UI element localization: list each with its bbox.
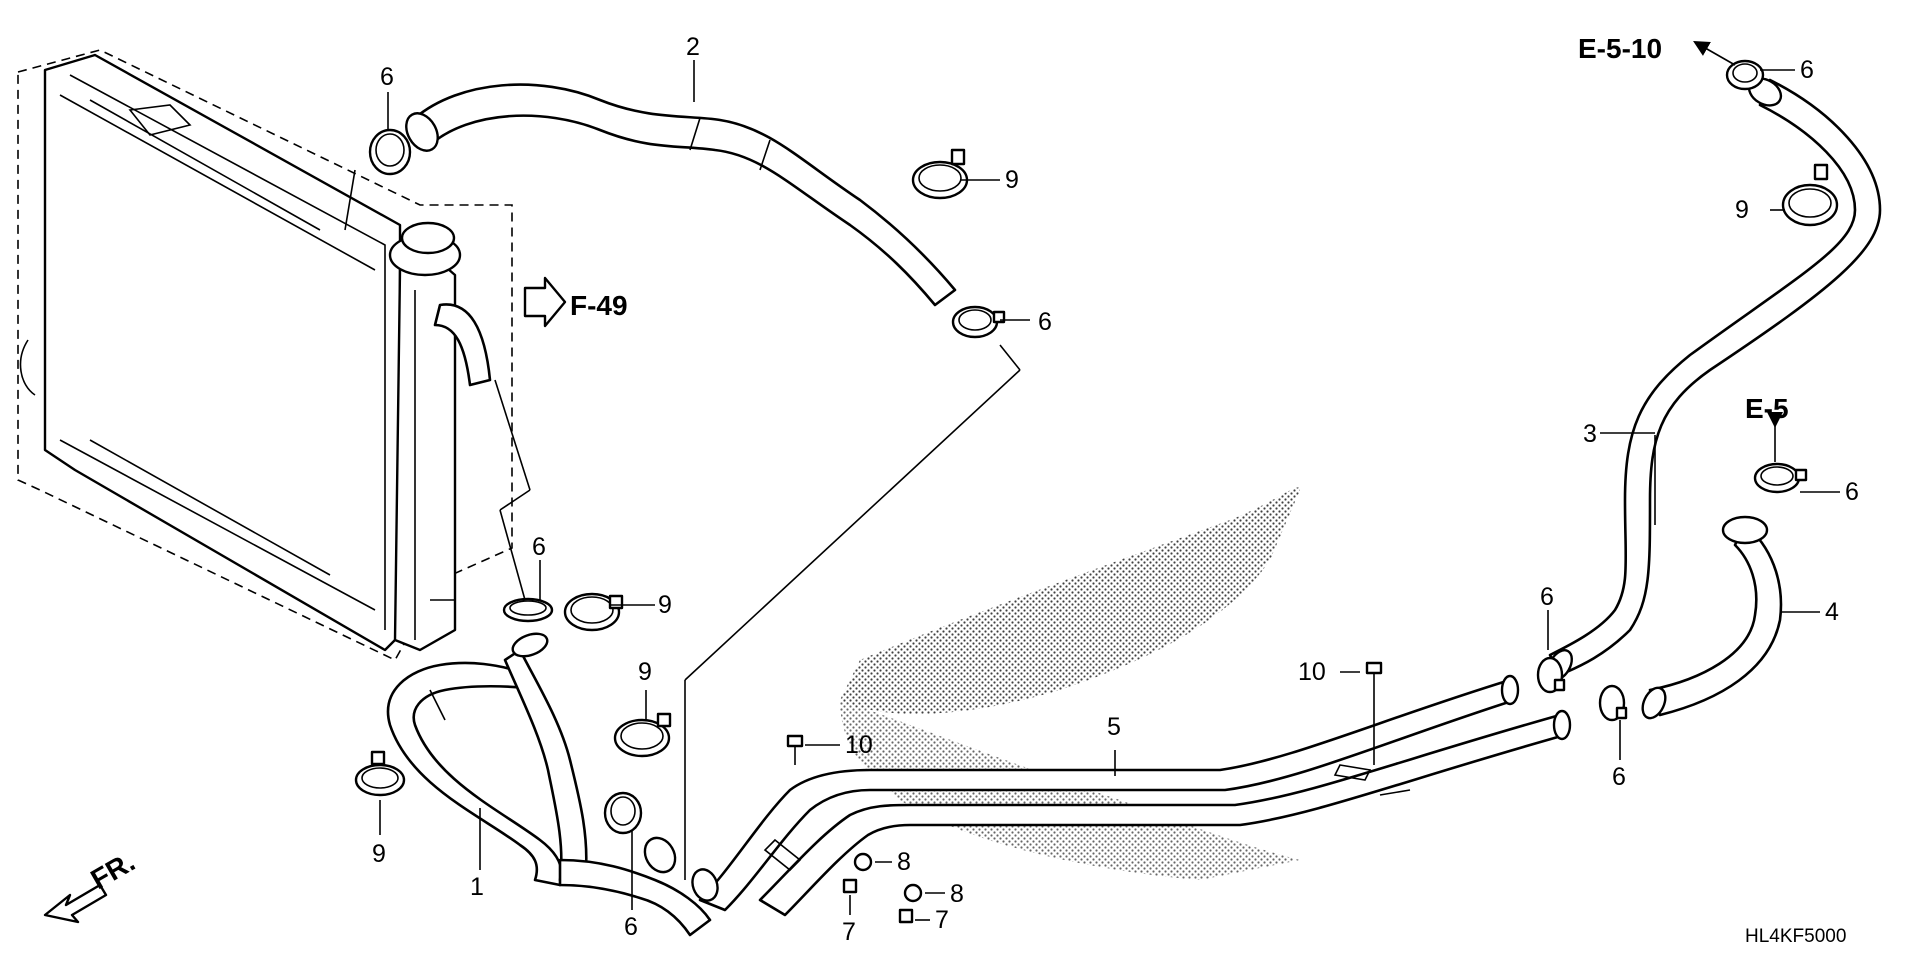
front-direction-arrow bbox=[43, 883, 108, 924]
hose-2-end-left bbox=[405, 112, 439, 152]
radiator-assembly bbox=[17, 49, 513, 662]
lower-hose-4 bbox=[1648, 523, 1783, 717]
nut-7-b bbox=[898, 908, 914, 924]
callout-4[interactable]: 4 bbox=[1825, 598, 1839, 626]
radiator-core bbox=[43, 53, 402, 652]
upper-hose-2 bbox=[413, 83, 957, 307]
reference-f49[interactable]: F-49 bbox=[570, 290, 628, 321]
callout-6-e5[interactable]: 6 bbox=[1845, 478, 1859, 506]
callout-10-right[interactable]: 10 bbox=[1298, 658, 1326, 686]
callout-3[interactable]: 3 bbox=[1583, 420, 1597, 448]
leader-lines bbox=[379, 41, 1840, 921]
callout-9-far-left[interactable]: 9 bbox=[372, 840, 386, 868]
washer-8-b bbox=[903, 883, 923, 903]
callout-6-top-left[interactable]: 6 bbox=[380, 63, 394, 91]
radiator-inlet-neck bbox=[433, 303, 492, 387]
callout-10-left[interactable]: 10 bbox=[845, 731, 873, 759]
callout-5[interactable]: 5 bbox=[1107, 713, 1121, 741]
hose-clamp-9-left-a bbox=[563, 592, 624, 632]
callout-2[interactable]: 2 bbox=[686, 33, 700, 61]
hose-clamp-9-far-left bbox=[354, 750, 406, 797]
part-code: HL4KF5000 bbox=[1745, 926, 1846, 947]
callout-6-right-b[interactable]: 6 bbox=[1612, 763, 1626, 791]
hose-clamp-6-e5 bbox=[1753, 462, 1808, 494]
upper-hose-3 bbox=[1548, 78, 1882, 677]
callout-7-b[interactable]: 7 bbox=[935, 906, 949, 934]
hose-clamp-6-top-left bbox=[368, 128, 412, 176]
water-pipe-5 bbox=[698, 674, 1572, 917]
hose-clamp-6-top-right bbox=[1725, 59, 1765, 91]
callout-9-left-b[interactable]: 9 bbox=[638, 658, 652, 686]
hose-4-end-bottom bbox=[1641, 686, 1667, 720]
bolt-10-right bbox=[1365, 661, 1383, 690]
callout-6-mid[interactable]: 6 bbox=[1038, 308, 1052, 336]
hose-clamp-6-mid bbox=[951, 305, 1006, 339]
hose-clamp-6-left-b bbox=[603, 791, 643, 835]
washer-8-a bbox=[853, 852, 873, 872]
f49-reference-arrow bbox=[523, 276, 567, 328]
hose-clamp-6-right-b bbox=[1598, 684, 1628, 722]
callout-6-right-a[interactable]: 6 bbox=[1540, 583, 1554, 611]
callout-8-a[interactable]: 8 bbox=[897, 848, 911, 876]
hose-clamp-9-top bbox=[911, 148, 969, 200]
callout-1[interactable]: 1 bbox=[470, 873, 484, 901]
callout-9-top[interactable]: 9 bbox=[1005, 166, 1019, 194]
reference-e5[interactable]: E-5 bbox=[1745, 393, 1789, 424]
hose-clamp-9-right bbox=[1781, 163, 1839, 227]
reference-e5-10[interactable]: E-5-10 bbox=[1578, 33, 1662, 64]
radiator-dashed-outline bbox=[17, 49, 513, 662]
callout-8-b[interactable]: 8 bbox=[950, 880, 964, 908]
callout-6-left-a[interactable]: 6 bbox=[532, 533, 546, 561]
callout-7-a[interactable]: 7 bbox=[842, 918, 856, 946]
nut-7-a bbox=[842, 878, 858, 894]
callout-9-left-a[interactable]: 9 bbox=[658, 591, 672, 619]
callout-6-left-b[interactable]: 6 bbox=[624, 913, 638, 941]
bolt-10-left bbox=[786, 734, 804, 765]
hose-clamp-6-left-a bbox=[502, 597, 554, 623]
hose-clamp-6-right-a bbox=[1536, 656, 1566, 694]
hose-clamp-9-left-b bbox=[613, 712, 672, 758]
callout-6-top-right[interactable]: 6 bbox=[1800, 56, 1814, 84]
callout-9-right[interactable]: 9 bbox=[1735, 196, 1749, 224]
engine-shadow-stipple bbox=[840, 487, 1300, 714]
lower-pipe-1 bbox=[386, 632, 719, 937]
hose-4-end-top bbox=[1721, 515, 1769, 545]
